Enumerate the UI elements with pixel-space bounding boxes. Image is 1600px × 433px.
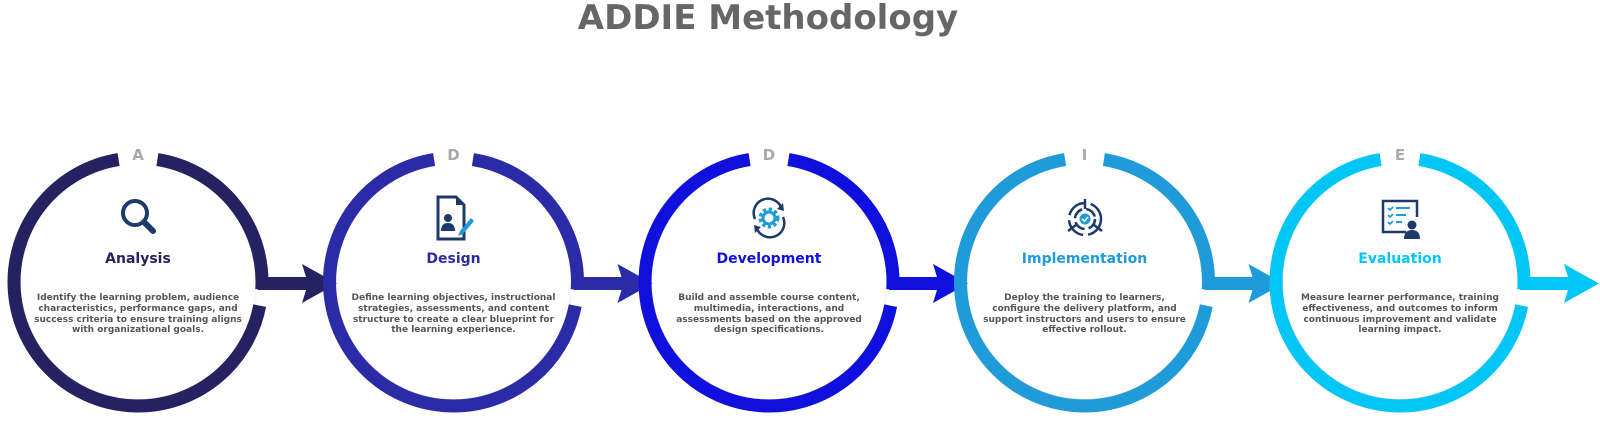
stage-title: Implementation xyxy=(1021,251,1148,267)
ring-arc xyxy=(638,153,898,413)
arrow-head xyxy=(302,264,337,303)
ring-arc xyxy=(471,153,584,290)
stage-letter: D xyxy=(447,146,460,164)
stage-title: Evaluation xyxy=(1358,251,1442,267)
stage-title: Development xyxy=(716,251,822,267)
stage-description: Identify the learning problem, audience … xyxy=(34,293,242,336)
ring-arc xyxy=(7,153,267,413)
stage-letter: E xyxy=(1394,146,1406,164)
ring-arc xyxy=(1418,153,1531,290)
arrow-shaft xyxy=(1204,277,1255,290)
magnifier-icon xyxy=(118,193,158,243)
stage-disc xyxy=(967,165,1202,399)
arrow-shaft xyxy=(573,277,624,290)
arrow-shaft xyxy=(889,277,939,290)
ring-arc xyxy=(1102,153,1215,290)
ring-arc xyxy=(954,153,1213,413)
ring-arc xyxy=(1269,153,1529,413)
stage-disc xyxy=(652,165,886,399)
ring-arc xyxy=(787,153,900,290)
stage-disc xyxy=(21,165,255,399)
stage-disc xyxy=(1283,165,1517,399)
stage-disc xyxy=(336,165,571,399)
arrow-head xyxy=(1248,264,1284,303)
document-edit-icon xyxy=(434,193,474,243)
stage-description: Measure learner performance, training ef… xyxy=(1301,293,1499,336)
gear-cycle-icon xyxy=(749,193,789,243)
stage-description: Build and assemble course content, multi… xyxy=(676,293,862,336)
stage-letter: I xyxy=(1081,146,1088,164)
target-check-icon xyxy=(1065,193,1105,243)
page-title: ADDIE Methodology xyxy=(577,0,959,38)
stage-description: Deploy the training to learners, configu… xyxy=(983,293,1186,336)
arrow-head xyxy=(1564,264,1599,303)
stage-description: Define learning objectives, instructiona… xyxy=(351,293,556,336)
checklist-user-icon xyxy=(1380,193,1420,243)
ring-arc xyxy=(323,153,582,413)
stage-title: Design xyxy=(426,251,481,267)
stage-letter: D xyxy=(762,146,776,164)
stage-letter: A xyxy=(132,146,144,164)
ring-arc xyxy=(156,153,269,290)
arrow-head xyxy=(933,264,968,303)
arrow-head xyxy=(617,264,653,303)
arrow-shaft xyxy=(1520,277,1570,290)
arrow-shaft xyxy=(258,277,308,290)
stage-title: Analysis xyxy=(105,251,171,267)
